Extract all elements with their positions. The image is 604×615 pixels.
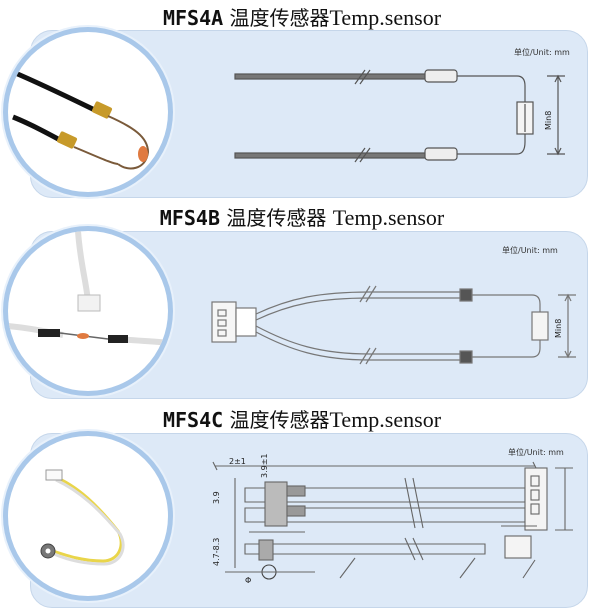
dimension-label: Min8 [544,111,553,130]
dim-a: 2±1 [229,457,246,466]
english-title: Temp.sensor [332,205,445,230]
sensor-photo-b [8,231,168,346]
unit-label: 单位/Unit: mm [514,48,570,57]
dimension-label: Min8 [554,319,563,338]
model-code: MFS4A [162,6,224,30]
dim-b: 3.9±1 [260,453,269,478]
section-title-mfs4c: MFS4C 温度传感器Temp.sensor [0,404,604,433]
chinese-title: 温度传感器 [229,6,330,30]
unit-label: 单位/Unit: mm [502,246,558,255]
section-title-mfs4a: MFS4A 温度传感器Temp.sensor [0,2,604,31]
chinese-title: 温度传感器 [229,408,330,432]
model-code: MFS4C [162,408,224,432]
section-title-mfs4b: MFS4B 温度传感器 Temp.sensor [0,202,604,231]
drawing-mfs4b: Min8 [211,285,576,365]
model-code: MFS4B [159,206,220,230]
dim-c: 3.9 [212,491,221,504]
sensor-photo-c [40,469,125,566]
photo-mfs4c [8,436,168,596]
sensor-photo-a [12,69,150,170]
english-title: Temp.sensor [329,407,442,432]
chinese-title: 温度传感器 [226,206,327,230]
drawing-mfs4a: Min8 [234,69,565,163]
photo-mfs4a [8,32,168,192]
english-title: Temp.sensor [329,5,442,30]
dim-d: 4.7-8.3 [212,538,221,566]
unit-label: 单位/Unit: mm [508,448,564,457]
drawing-mfs4c: 2±1 3.9±1 3.9 4.7-8.3 Φ [212,453,573,585]
dim-e: Φ [245,576,251,585]
photo-mfs4b [8,231,168,391]
